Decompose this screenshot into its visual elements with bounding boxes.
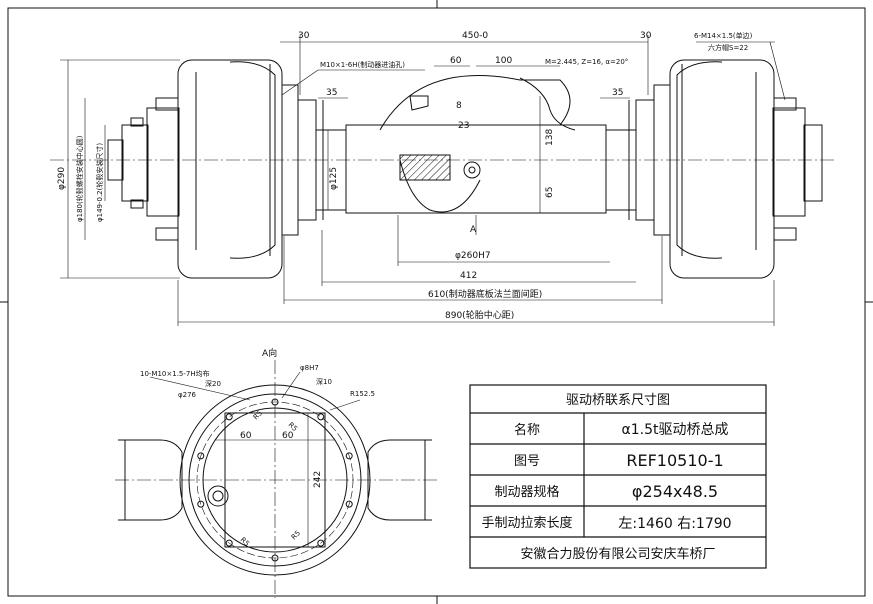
section-a-marker: A [470,225,477,235]
r5-label: R5 [290,529,302,541]
bottom-view [115,360,440,598]
bolt-hole-pattern [197,398,353,562]
front-view [50,35,835,326]
dim-890: 890(轮胎中心距) [445,309,514,321]
r5-label: R5 [239,536,251,548]
view-a-title: A向 [262,347,277,359]
dim-dia-125: φ125 [329,167,339,190]
dim-23: 23 [458,121,469,131]
right-tire [669,59,823,279]
bolt-hole [225,539,233,547]
row-value-brake-spec: φ254x48.5 [632,482,718,501]
dim-left-35: 35 [326,88,337,98]
left-tire [107,59,283,279]
bolt-hole [197,500,205,508]
m10-hole-callout: M10×1-6H(制动器进油孔) [320,60,405,69]
company-name: 安徽合力股份有限公司安庆车桥厂 [520,546,715,562]
bolt-hole [345,452,353,460]
bolt-hole [271,554,279,562]
depth-10-callout: 深10 [316,377,332,386]
dim-right-30: 30 [640,31,652,41]
dim-412: 412 [460,271,477,281]
bolt-hole [317,413,325,421]
row-label-cable-length: 手制动拉索长度 [481,515,572,531]
row-value-cable-length: 左:1460 右:1790 [618,516,731,532]
dia-276-callout: φ276 [178,391,197,399]
bolt-hole [317,539,325,547]
dim-60-left: 60 [240,431,252,441]
gear-spec-callout: M=2.445, Z=16, α=20° [545,58,628,66]
front-dimension-lines [60,35,786,326]
dim-138: 138 [545,129,555,146]
dim-dia-290: φ290 [57,167,67,190]
bottom-view-labels: A向 10-M10×1.5-7H均布 深20 φ8H7 深10 R152.5 φ… [140,347,375,548]
dim-overall-450: 450-0 [462,31,488,41]
dim-60: 60 [450,56,462,66]
axle-housing [345,75,607,214]
title-block [469,384,767,569]
dim-dia-260: φ260H7 [455,251,491,261]
radius-callout: R152.5 [350,390,375,398]
dim-8: 8 [456,101,462,111]
bolt-hole [345,500,353,508]
row-value-drawing-no: REF10510-1 [626,451,723,470]
row-value-name: α1.5t驱动桥总成 [622,422,729,438]
m14-bolt-callout: 6-M14×1.5(单边) [694,31,753,40]
dim-100: 100 [495,56,512,66]
dim-right-35: 35 [612,88,623,98]
dim-242: 242 [313,471,323,488]
dim-60-right: 60 [282,431,294,441]
threaded-holes-callout: 10-M10×1.5-7H均布 [140,369,210,378]
pin-hole-callout: φ8H7 [300,364,319,372]
dim-610: 610(制动器底板法兰面间距) [428,288,542,300]
title-block-text: 驱动桥联系尺寸图 名称 α1.5t驱动桥总成 图号 REF10510-1 制动器… [481,393,731,562]
front-view-labels: 450-0 30 30 60 100 35 35 8 23 138 65 φ29… [57,31,753,321]
dim-65: 65 [545,187,555,198]
row-label-name: 名称 [514,422,540,438]
dim-dia-180: φ180(轮毂螺栓安装中心圆) [75,135,84,222]
depth-20-callout: 深20 [205,379,221,388]
dim-dia-149: φ149-0.2(轮毂安装尺寸) [95,143,104,222]
right-brake-drum [605,84,671,236]
title-block-heading: 驱动桥联系尺寸图 [566,393,670,408]
bolt-hole [225,413,233,421]
dim-left-30: 30 [298,31,310,41]
row-label-drawing-no: 图号 [514,454,540,469]
row-label-brake-spec: 制动器规格 [494,484,559,500]
across-flats-callout: 六方帽S=22 [708,43,748,52]
bolt-hole [271,398,279,406]
bolt-hole [197,452,205,460]
